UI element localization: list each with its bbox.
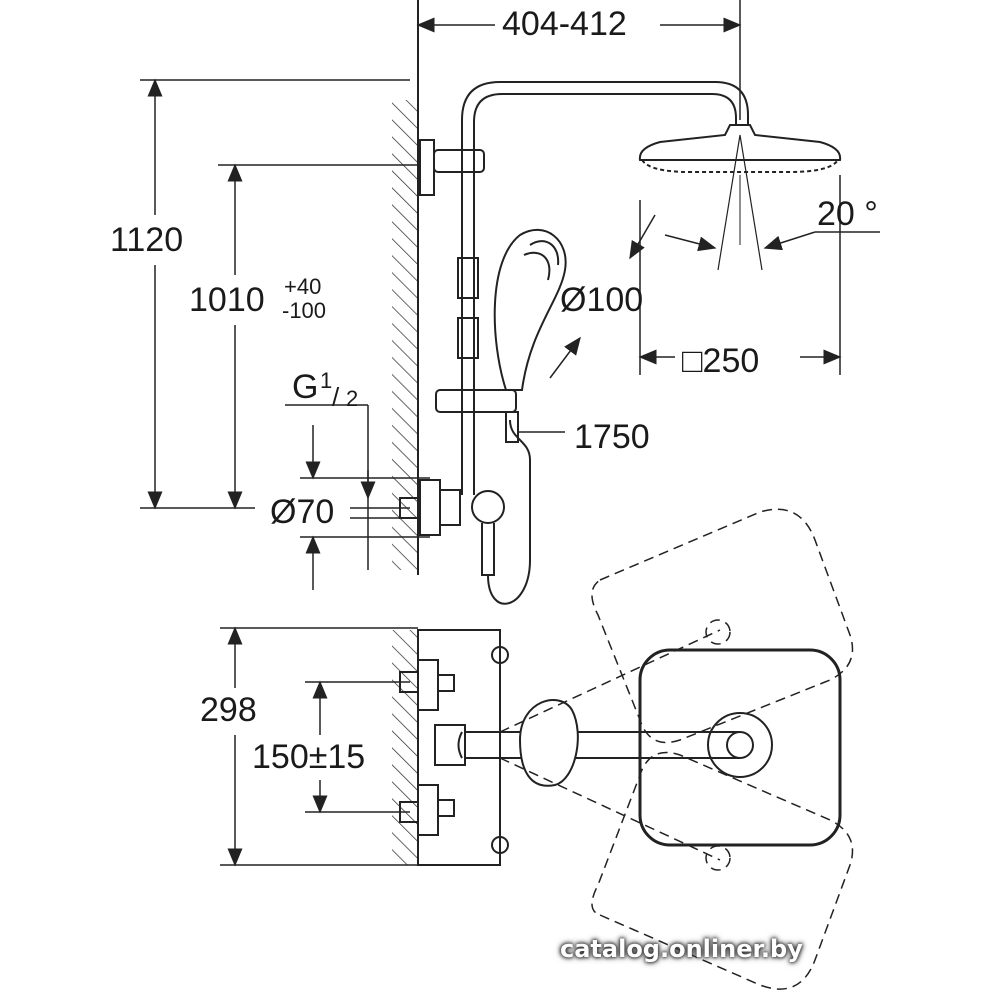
label-outlet-tol-plus: +40: [284, 274, 322, 299]
dimension-angle: [664, 231, 880, 252]
label-width-range: 404-412: [500, 5, 629, 43]
dimension-width: [416, 0, 742, 120]
label-thread: G: [292, 368, 319, 406]
dimension-thermostat: [220, 626, 418, 867]
thermostat-body: [399, 629, 740, 866]
head-shower: [638, 124, 842, 271]
label-total-height: 1120: [108, 221, 186, 259]
dimension-outlet-height: [218, 163, 420, 510]
label-handshower-diameter: Ø100: [560, 281, 644, 319]
watermark: catalog.onliner.by: [560, 935, 803, 963]
label-escutcheon-diameter: Ø70: [270, 493, 335, 531]
top-view: [499, 508, 854, 990]
label-inlet-spacing: 150±15: [250, 738, 368, 776]
wall-upper: [392, 0, 419, 575]
label-thread-num: 1: [320, 368, 333, 393]
label-thermostat-height: 298: [198, 691, 259, 729]
label-head-size: □250: [680, 342, 762, 380]
label-thread-slash: /: [332, 382, 340, 412]
label-outlet-tol-minus: -100: [282, 298, 327, 323]
label-outlet-height: 1010: [187, 281, 267, 319]
dimension-handshower: [518, 175, 842, 433]
label-thread-den: 2: [346, 386, 359, 411]
dimension-total-height: [140, 78, 410, 510]
riser-pipe: [399, 81, 749, 605]
hand-shower: [493, 229, 567, 443]
dimension-inlet: [285, 404, 430, 590]
label-spray-angle: 20 °: [817, 195, 878, 233]
label-hose-length: 1750: [572, 418, 652, 456]
wall-lower: [392, 630, 419, 865]
